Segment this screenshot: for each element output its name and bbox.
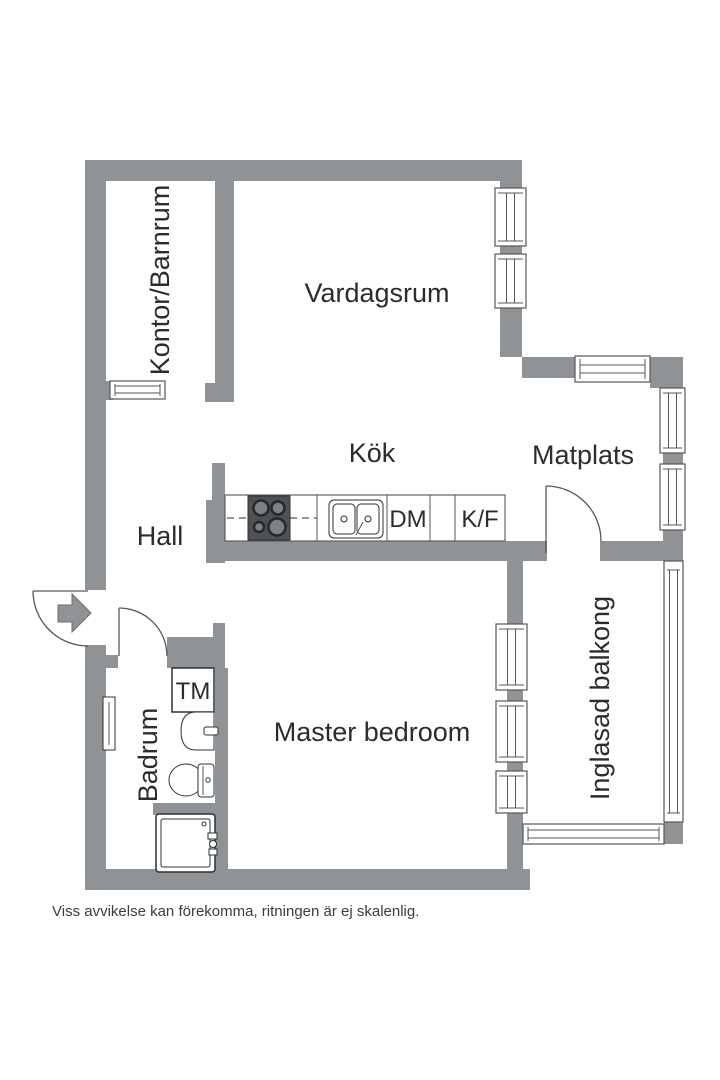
entrance-arrow-icon: [57, 592, 92, 634]
bathroom-sink: [180, 711, 219, 751]
matplats-window-2: [659, 463, 686, 531]
balcony-door: [545, 485, 602, 553]
fridge-freezer-label: K/F: [461, 506, 498, 533]
badrum-door: [118, 607, 168, 657]
kitchen-sink: [328, 499, 384, 539]
room-label-hall: Hall: [137, 521, 184, 551]
bedroom-window-2: [495, 700, 528, 763]
bedroom-window-1: [495, 623, 528, 691]
badrum-radiator: [102, 696, 116, 751]
matplats-top-window: [574, 355, 651, 383]
entrance-door: [32, 590, 89, 647]
vardagsrum-window-2: [494, 253, 527, 309]
shower: [155, 813, 218, 873]
vardagsrum-window-1: [494, 187, 527, 247]
room-label-matplats: Matplats: [532, 440, 634, 470]
balcony-glazing-bottom: [522, 823, 665, 845]
room-label-kok: Kök: [349, 438, 396, 468]
dishwasher-label: DM: [389, 506, 426, 533]
room-label-vardagsrum: Vardagsrum: [304, 278, 449, 308]
toilet: [168, 763, 215, 798]
matplats-window-1: [659, 387, 686, 454]
kontor-radiator: [109, 380, 166, 400]
room-label-kontor-barnrum: Kontor/Barnrum: [145, 185, 175, 376]
room-label-master-bedroom: Master bedroom: [274, 717, 471, 747]
bedroom-window-3: [495, 770, 528, 814]
stove: [247, 495, 291, 541]
walls: [85, 160, 683, 890]
room-label-badrum: Badrum: [133, 708, 163, 803]
room-label-inglasad-balkong: Inglasad balkong: [585, 596, 615, 800]
balcony-glazing-right: [663, 560, 684, 823]
washing-machine-label: TM: [176, 678, 211, 705]
disclaimer-text: Viss avvikelse kan förekomma, ritningen …: [52, 903, 419, 920]
